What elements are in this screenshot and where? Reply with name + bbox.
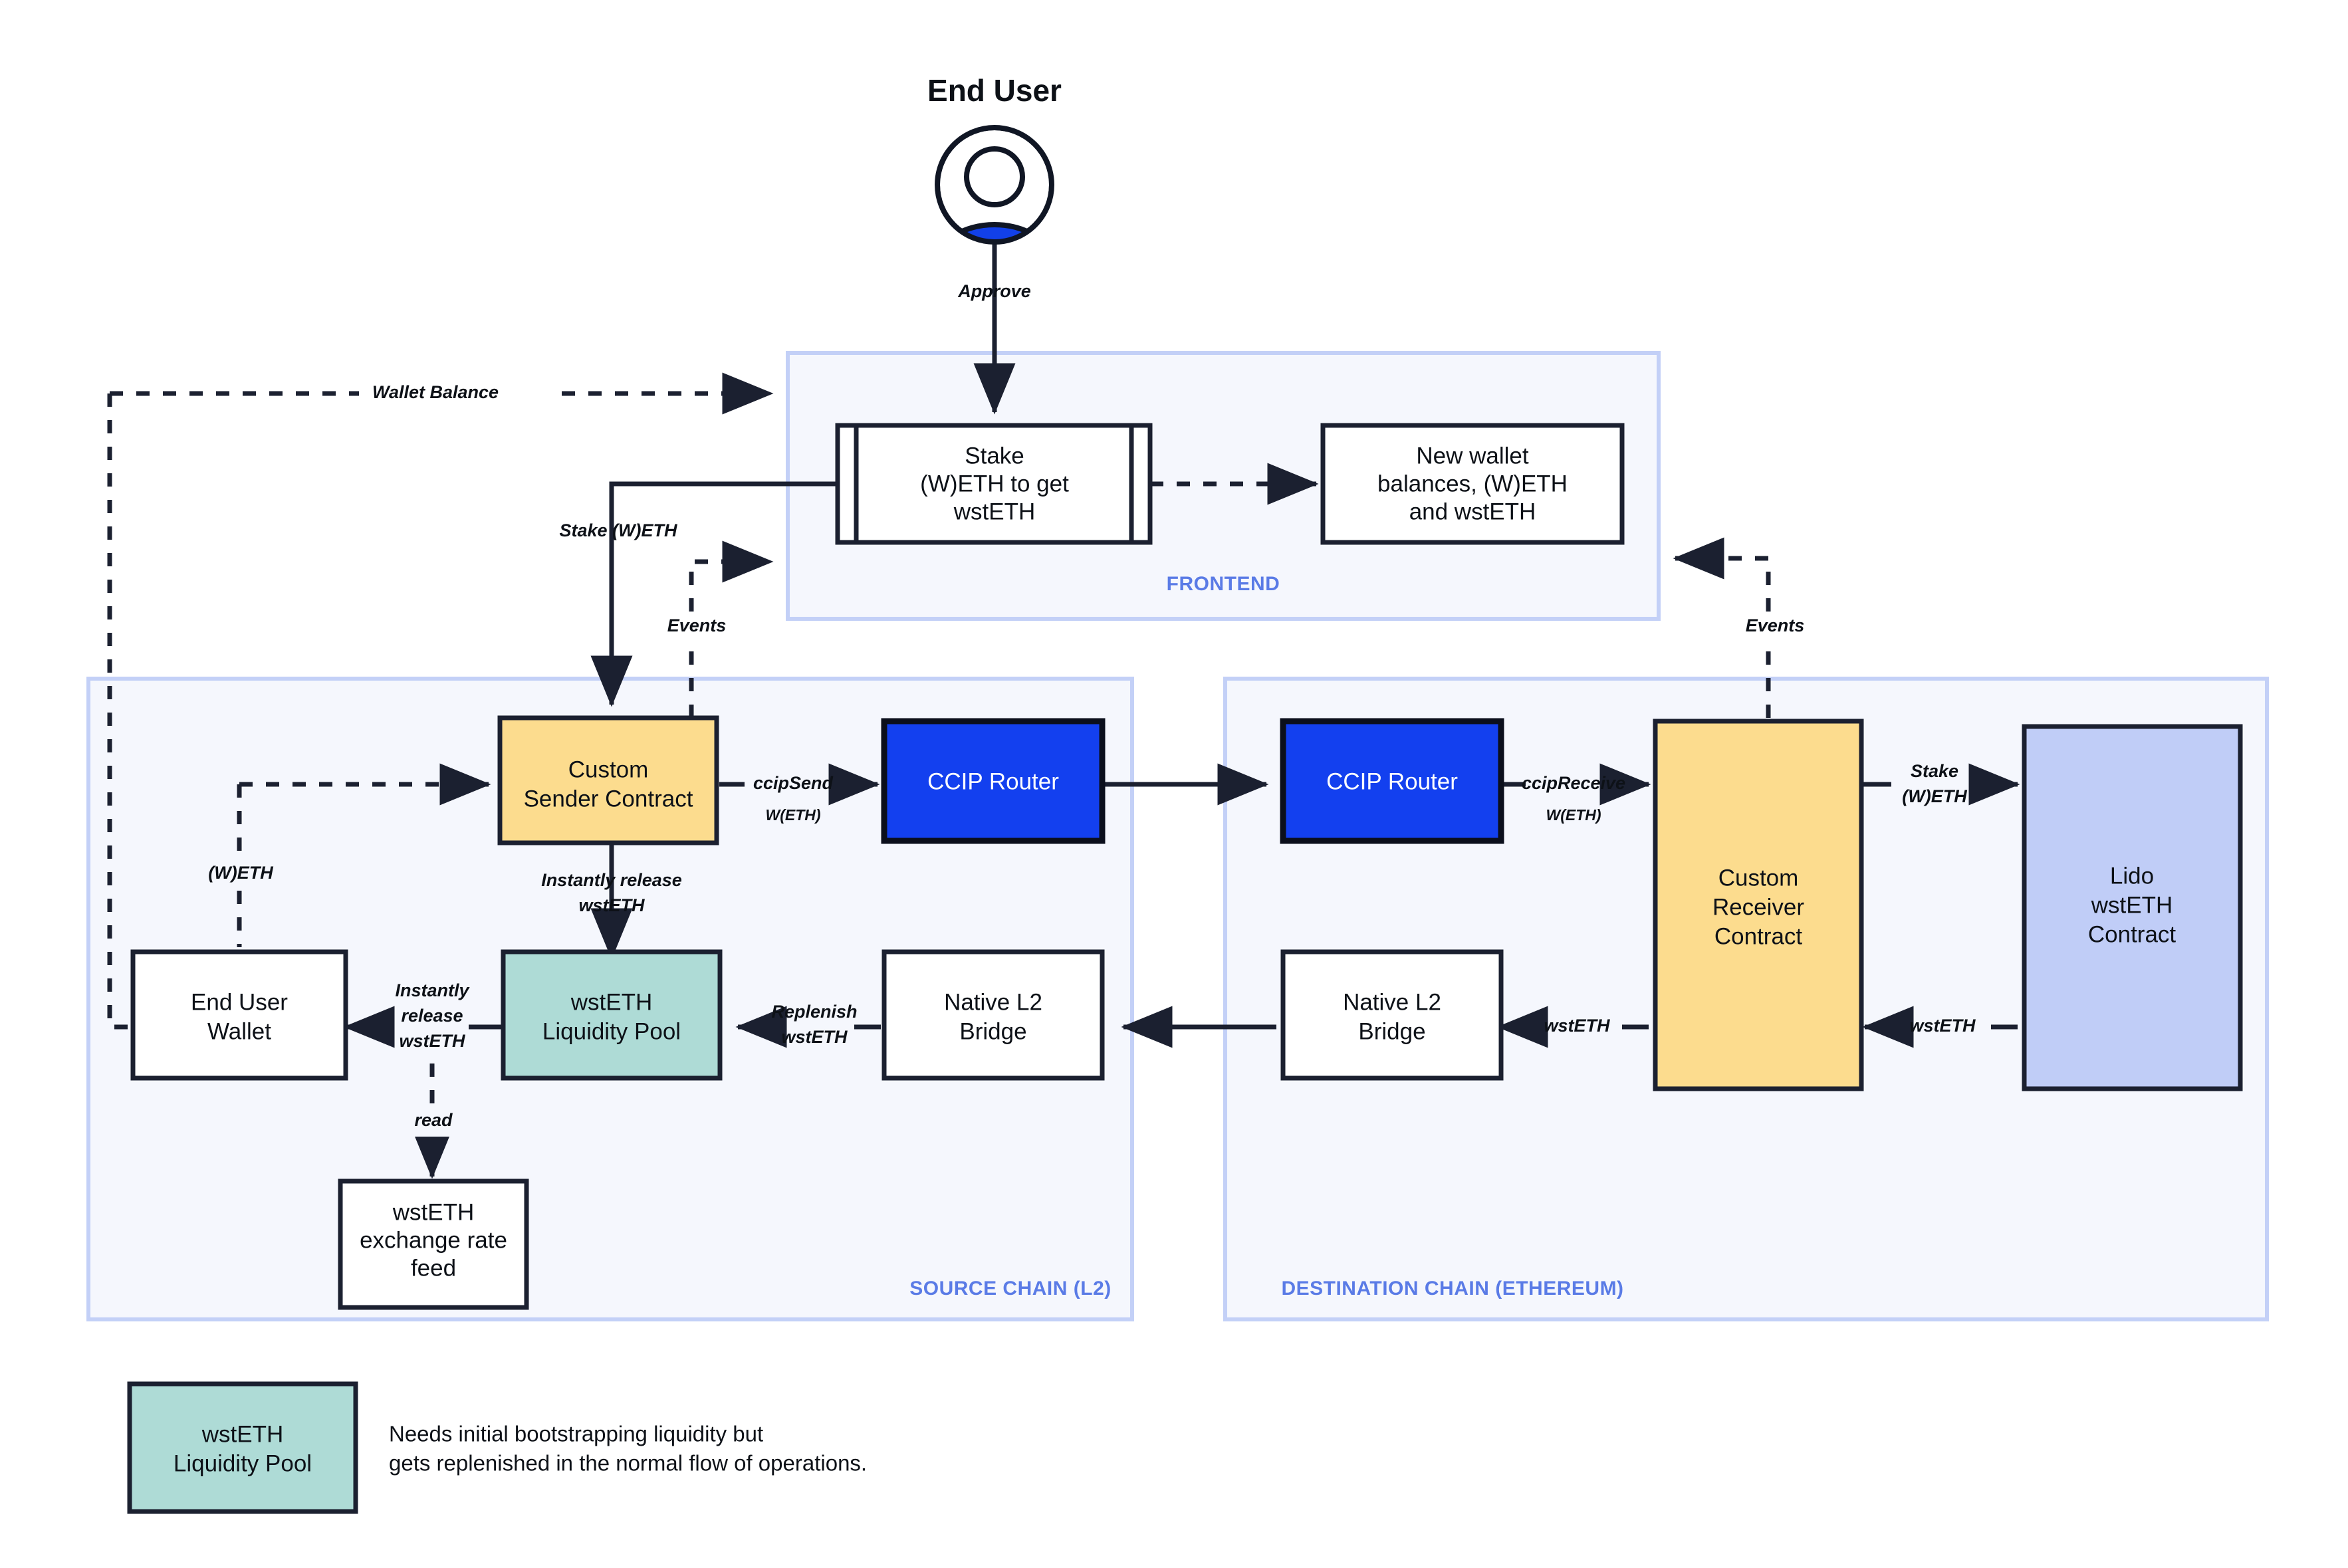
page-title: End User <box>927 73 1062 108</box>
node-wsteth-liquidity-pool[interactable]: wstETH Liquidity Pool <box>501 949 723 1081</box>
edge-label-replenish-2: wstETH <box>781 1027 848 1047</box>
edge-label-stake-dst-2: (W)ETH <box>1902 786 1967 806</box>
avatar: End User <box>927 73 1062 245</box>
legend-swatch-line1: wstETH <box>201 1421 284 1447</box>
zone-destination-label: DESTINATION CHAIN (ETHEREUM) <box>1281 1278 1623 1299</box>
edge-label-instant-release-2: wstETH <box>578 895 645 915</box>
edge-label-wallet-balance: Wallet Balance <box>372 382 499 402</box>
lido-line2: wstETH <box>2091 892 2173 918</box>
edge-label-events-left: Events <box>667 616 727 635</box>
bridge-src-line2: Bridge <box>959 1018 1026 1044</box>
node-ccip-router-source[interactable]: CCIP Router <box>881 718 1106 844</box>
wallet-line2: Wallet <box>207 1018 271 1044</box>
legend-note-line1: Needs initial bootstrapping liquidity bu… <box>389 1422 763 1446</box>
node-custom-sender-contract[interactable]: Custom Sender Contract <box>497 715 719 845</box>
legend-note-line2: gets replenished in the normal flow of o… <box>389 1451 867 1476</box>
edge-label-wallet-release-3: wstETH <box>399 1031 465 1051</box>
node-lido-wsteth-contract[interactable]: Lido wstETH Contract <box>2022 724 2243 1091</box>
zone-frontend-label: FRONTEND <box>1167 573 1280 595</box>
legend-swatch <box>127 1381 358 1514</box>
edge-label-wsteth-recv: wstETH <box>1544 1016 1610 1036</box>
node-wsteth-exchange-rate-feed[interactable]: wstETH exchange rate feed <box>338 1178 529 1310</box>
edge-label-wallet-release-2: release <box>401 1006 463 1026</box>
lido-line3: Contract <box>2088 921 2176 947</box>
rate-feed-line3: feed <box>411 1255 456 1281</box>
stake-form-line2: (W)ETH to get <box>920 471 1069 497</box>
rate-feed-line1: wstETH <box>392 1199 475 1225</box>
sender-line2: Sender Contract <box>524 786 693 812</box>
node-native-l2-bridge-destination[interactable]: Native L2 Bridge <box>1280 949 1504 1081</box>
pool-line1: wstETH <box>570 989 653 1015</box>
stake-form-line1: Stake <box>965 443 1024 469</box>
bridge-dst-line2: Bridge <box>1358 1018 1425 1044</box>
lido-line1: Lido <box>2110 863 2154 889</box>
bridge-src-line1: Native L2 <box>944 989 1042 1015</box>
edge-label-wsteth-lido: wstETH <box>1909 1016 1976 1036</box>
receiver-line1: Custom <box>1718 865 1799 891</box>
bridge-dst-line1: Native L2 <box>1343 989 1441 1015</box>
edge-label-ccipreceive-sub: W(ETH) <box>1546 806 1601 824</box>
node-new-balances[interactable]: New wallet balances, (W)ETH and wstETH <box>1320 423 1625 545</box>
edge-label-instant-release-1: Instantly release <box>541 870 682 890</box>
zone-source-label: SOURCE CHAIN (L2) <box>909 1278 1112 1299</box>
edge-label-read: read <box>414 1110 453 1130</box>
legend-swatch-line2: Liquidity Pool <box>174 1450 312 1476</box>
user-avatar-icon <box>937 128 1052 242</box>
legend: wstETH Liquidity Pool Needs initial boot… <box>127 1381 867 1514</box>
edge-events-right <box>1673 537 1771 718</box>
node-native-l2-bridge-source[interactable]: Native L2 Bridge <box>881 949 1105 1081</box>
wallet-line1: End User <box>191 989 288 1015</box>
receiver-line2: Receiver <box>1712 894 1804 920</box>
node-stake-form[interactable]: Stake (W)ETH to get wstETH <box>835 423 1153 545</box>
edge-label-ccipsend: ccipSend <box>753 773 834 793</box>
sender-line1: Custom <box>568 756 649 782</box>
edge-stake-weth <box>590 481 838 707</box>
new-balances-line2: balances, (W)ETH <box>1377 471 1568 497</box>
rate-feed-line2: exchange rate <box>360 1227 507 1253</box>
edge-label-stake-dst-1: Stake <box>1911 761 1958 781</box>
pool-line2: Liquidity Pool <box>542 1018 681 1044</box>
new-balances-line3: and wstETH <box>1409 499 1536 524</box>
edge-label-ccipsend-sub: W(ETH) <box>765 806 820 824</box>
edge-label-events-right: Events <box>1746 616 1805 635</box>
ccip-router-dest-label: CCIP Router <box>1326 768 1458 794</box>
edge-label-wallet-release-1: Instantly <box>395 980 470 1000</box>
edge-label-ccipreceive: ccipReceive <box>1522 773 1625 793</box>
receiver-line3: Contract <box>1714 923 1803 949</box>
node-custom-receiver-contract[interactable]: Custom Receiver Contract <box>1653 719 1864 1091</box>
new-balances-line1: New wallet <box>1416 443 1528 469</box>
edge-label-stake-weth: Stake (W)ETH <box>559 520 677 540</box>
node-ccip-router-destination[interactable]: CCIP Router <box>1280 718 1504 844</box>
ccip-router-source-label: CCIP Router <box>927 768 1059 794</box>
edge-label-weth: (W)ETH <box>208 863 273 883</box>
edge-label-replenish-1: Replenish <box>771 1002 857 1022</box>
edge-label-approve: Approve <box>957 281 1031 301</box>
node-end-user-wallet[interactable]: End User Wallet <box>130 949 348 1081</box>
stake-form-line3: wstETH <box>953 499 1036 524</box>
